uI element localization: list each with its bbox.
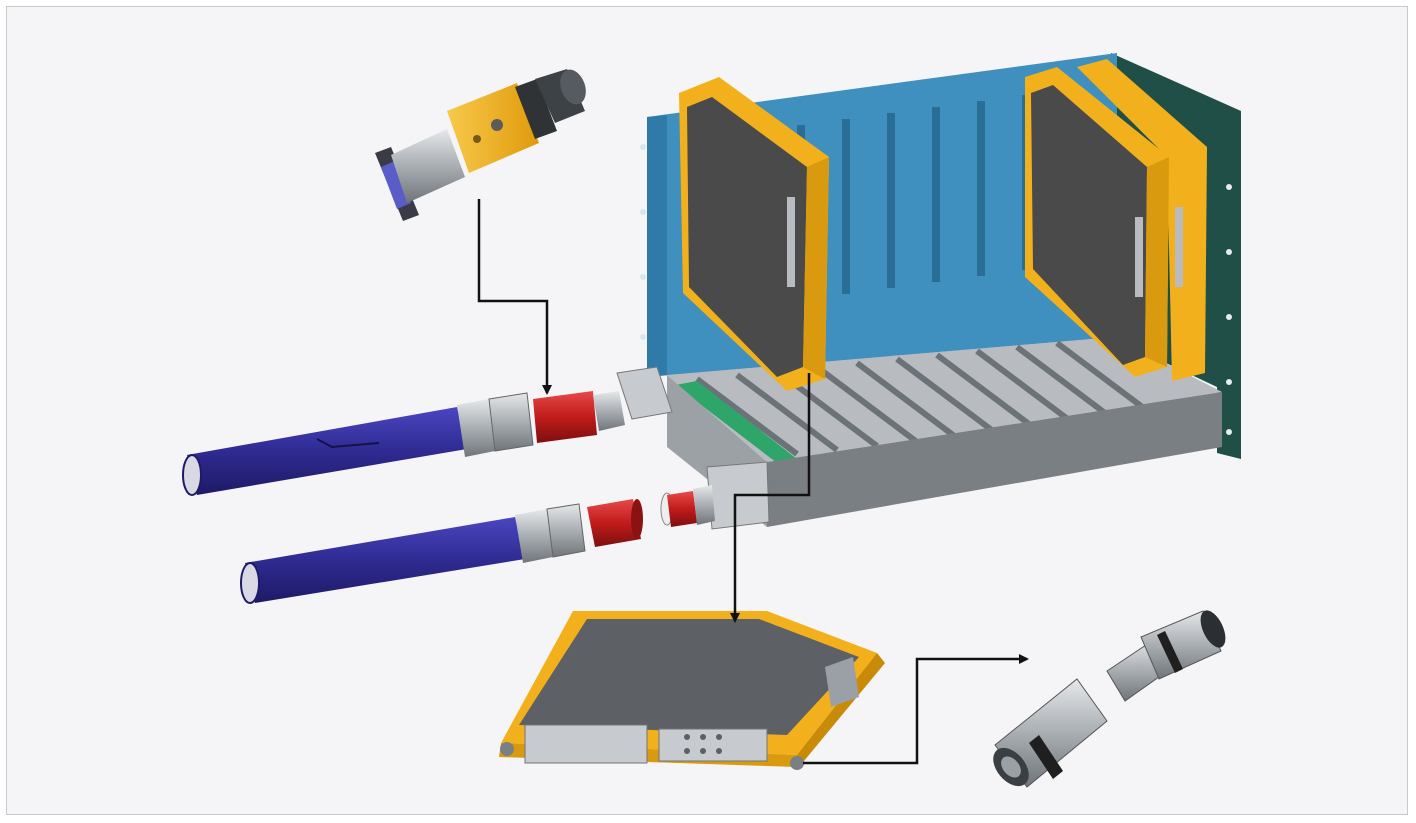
diagram-frame — [6, 6, 1408, 815]
arrow-connector-to-cable — [477, 199, 552, 395]
avionics-rack-chassis-icon — [616, 53, 1241, 530]
circular-connector-icon — [375, 69, 586, 221]
diagram-canvas — [182, 53, 1241, 788]
lru-module-icon — [499, 611, 885, 770]
arrow-module-to-contact — [803, 654, 1029, 765]
arrow-chassis-to-module — [730, 373, 811, 623]
fiber-cable-icon — [240, 485, 715, 604]
optical-contact-icon — [993, 610, 1226, 788]
fiber-cable-icon — [182, 391, 625, 496]
